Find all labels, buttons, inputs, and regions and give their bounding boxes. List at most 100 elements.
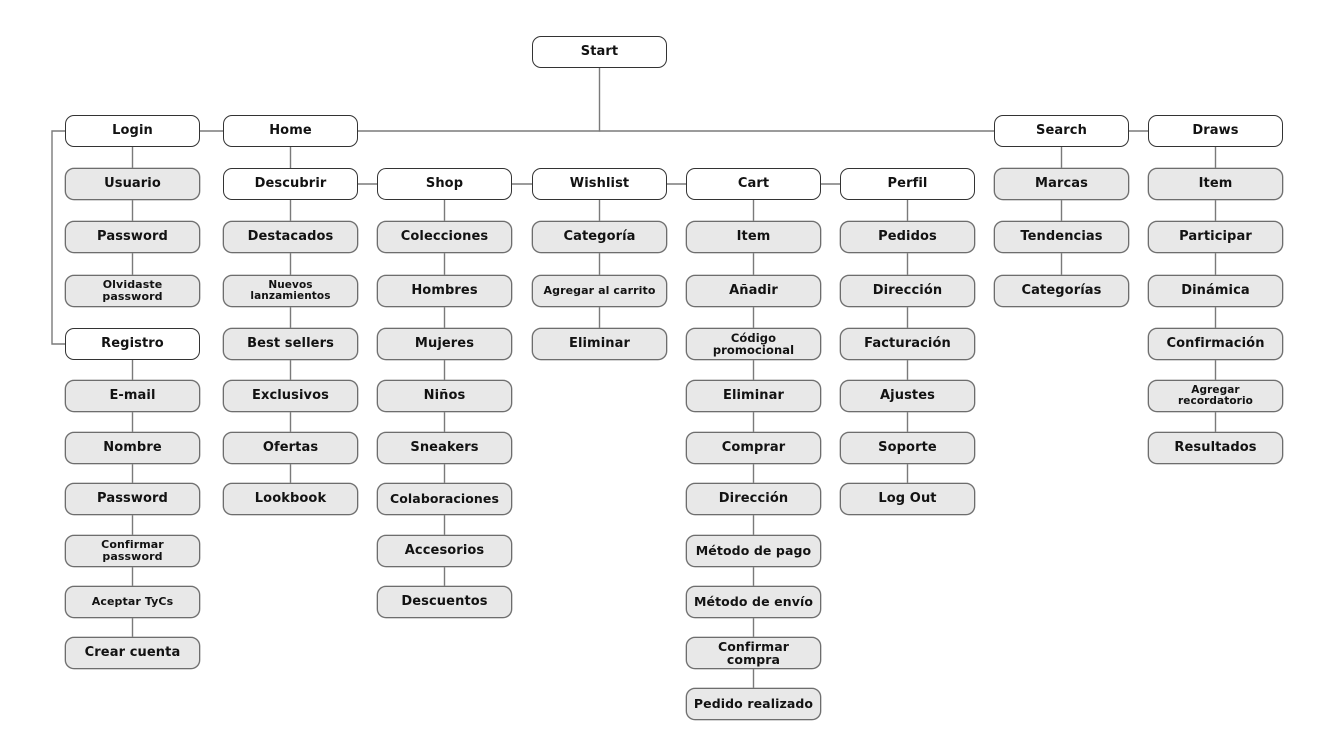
node-label-direccionprf: Dirección (872, 283, 943, 299)
node-label-sneakers: Sneakers (410, 440, 479, 456)
node-bestsellers[interactable]: Best sellers (223, 328, 358, 360)
node-ofertas[interactable]: Ofertas (223, 432, 358, 464)
node-itemdraws[interactable]: Item (1148, 168, 1283, 200)
node-colecciones[interactable]: Colecciones (377, 221, 512, 253)
node-confirmarcompra[interactable]: Confirmar compra (686, 637, 821, 669)
node-colaboraciones[interactable]: Colaboraciones (377, 483, 512, 515)
node-label-usuario: Usuario (104, 176, 161, 192)
node-anadir[interactable]: Añadir (686, 275, 821, 307)
node-ajustes[interactable]: Ajustes (840, 380, 975, 412)
node-label-participar: Participar (1179, 229, 1252, 245)
node-perfil[interactable]: Perfil (840, 168, 975, 200)
node-codigopromo[interactable]: Código promocional (686, 328, 821, 360)
node-confirmacion[interactable]: Confirmación (1148, 328, 1283, 360)
node-resultados[interactable]: Resultados (1148, 432, 1283, 464)
node-crearcuenta[interactable]: Crear cuenta (65, 637, 200, 669)
node-label-descubrir: Descubrir (254, 176, 327, 192)
node-label-cart: Cart (737, 176, 770, 192)
node-nuevoslanz[interactable]: Nuevos lanzamientos (223, 275, 358, 307)
node-label-search: Search (1036, 123, 1087, 139)
node-itemcart[interactable]: Item (686, 221, 821, 253)
node-label-categorias: Categorías (1021, 283, 1102, 299)
node-label-soporte: Soporte (878, 440, 937, 456)
node-label-dinamica: Dinámica (1181, 283, 1250, 299)
node-label-agregarcarrito: Agregar al carrito (543, 284, 656, 298)
node-nombre[interactable]: Nombre (65, 432, 200, 464)
node-exclusivos[interactable]: Exclusivos (223, 380, 358, 412)
node-password1[interactable]: Password (65, 221, 200, 253)
node-sneakers[interactable]: Sneakers (377, 432, 512, 464)
node-shop[interactable]: Shop (377, 168, 512, 200)
node-label-email: E-mail (109, 388, 156, 404)
node-label-eliminarwish: Eliminar (568, 336, 631, 352)
node-tendencias[interactable]: Tendencias (994, 221, 1129, 253)
node-label-eliminarcart: Eliminar (722, 388, 785, 404)
node-label-codigopromo: Código promocional (712, 330, 795, 357)
node-ninos[interactable]: Niños (377, 380, 512, 412)
node-label-exclusivos: Exclusivos (251, 388, 330, 404)
node-logout[interactable]: Log Out (840, 483, 975, 515)
node-label-descuentos: Descuentos (401, 594, 488, 610)
node-pedidos[interactable]: Pedidos (840, 221, 975, 253)
node-aceptartyc[interactable]: Aceptar TyCs (65, 586, 200, 618)
node-label-itemdraws: Item (1198, 176, 1233, 192)
node-metodopago[interactable]: Método de pago (686, 535, 821, 567)
node-dinamica[interactable]: Dinámica (1148, 275, 1283, 307)
node-confirmarpw[interactable]: Confirmar password (65, 535, 200, 567)
node-olvidaste[interactable]: Olvidaste password (65, 275, 200, 307)
node-hombres[interactable]: Hombres (377, 275, 512, 307)
node-accesorios[interactable]: Accesorios (377, 535, 512, 567)
node-descubrir[interactable]: Descubrir (223, 168, 358, 200)
node-soporte[interactable]: Soporte (840, 432, 975, 464)
node-label-accesorios: Accesorios (404, 543, 485, 559)
node-login[interactable]: Login (65, 115, 200, 147)
node-eliminarwish[interactable]: Eliminar (532, 328, 667, 360)
node-label-wishlist: Wishlist (569, 176, 630, 192)
node-label-nombre: Nombre (103, 440, 162, 456)
node-label-logout: Log Out (878, 491, 937, 507)
node-label-tendencias: Tendencias (1020, 229, 1103, 245)
node-usuario[interactable]: Usuario (65, 168, 200, 200)
node-direccioncart[interactable]: Dirección (686, 483, 821, 515)
node-label-password2: Password (97, 491, 168, 507)
node-descuentos[interactable]: Descuentos (377, 586, 512, 618)
node-home[interactable]: Home (223, 115, 358, 147)
node-search[interactable]: Search (994, 115, 1129, 147)
node-label-marcas: Marcas (1035, 176, 1088, 192)
node-label-confirmarcompra: Confirmar compra (717, 638, 790, 667)
node-label-crearcuenta: Crear cuenta (84, 645, 181, 661)
node-label-resultados: Resultados (1174, 440, 1257, 456)
node-label-bestsellers: Best sellers (247, 336, 334, 352)
node-password2[interactable]: Password (65, 483, 200, 515)
node-email[interactable]: E-mail (65, 380, 200, 412)
node-comprar[interactable]: Comprar (686, 432, 821, 464)
node-label-confirmacion: Confirmación (1166, 336, 1265, 352)
node-label-mujeres: Mujeres (414, 336, 475, 352)
node-eliminarcart[interactable]: Eliminar (686, 380, 821, 412)
node-destacados[interactable]: Destacados (223, 221, 358, 253)
node-draws[interactable]: Draws (1148, 115, 1283, 147)
node-categoria[interactable]: Categoría (532, 221, 667, 253)
node-lookbook[interactable]: Lookbook (223, 483, 358, 515)
node-categorias[interactable]: Categorías (994, 275, 1129, 307)
node-cart[interactable]: Cart (686, 168, 821, 200)
node-label-hombres: Hombres (411, 283, 478, 299)
node-agregarcarrito[interactable]: Agregar al carrito (532, 275, 667, 307)
node-marcas[interactable]: Marcas (994, 168, 1129, 200)
node-label-ofertas: Ofertas (262, 440, 319, 456)
node-start[interactable]: Start (532, 36, 667, 68)
node-wishlist[interactable]: Wishlist (532, 168, 667, 200)
node-label-home: Home (269, 123, 312, 139)
node-label-confirmarpw: Confirmar password (101, 538, 164, 563)
node-metodoenvio[interactable]: Método de envío (686, 586, 821, 618)
node-label-categoria: Categoría (563, 229, 636, 245)
node-mujeres[interactable]: Mujeres (377, 328, 512, 360)
node-participar[interactable]: Participar (1148, 221, 1283, 253)
node-direccionprf[interactable]: Dirección (840, 275, 975, 307)
node-pedidorealizado[interactable]: Pedido realizado (686, 688, 821, 720)
node-facturacion[interactable]: Facturación (840, 328, 975, 360)
node-agregarrec[interactable]: Agregar recordatorio (1148, 380, 1283, 412)
node-registro[interactable]: Registro (65, 328, 200, 360)
